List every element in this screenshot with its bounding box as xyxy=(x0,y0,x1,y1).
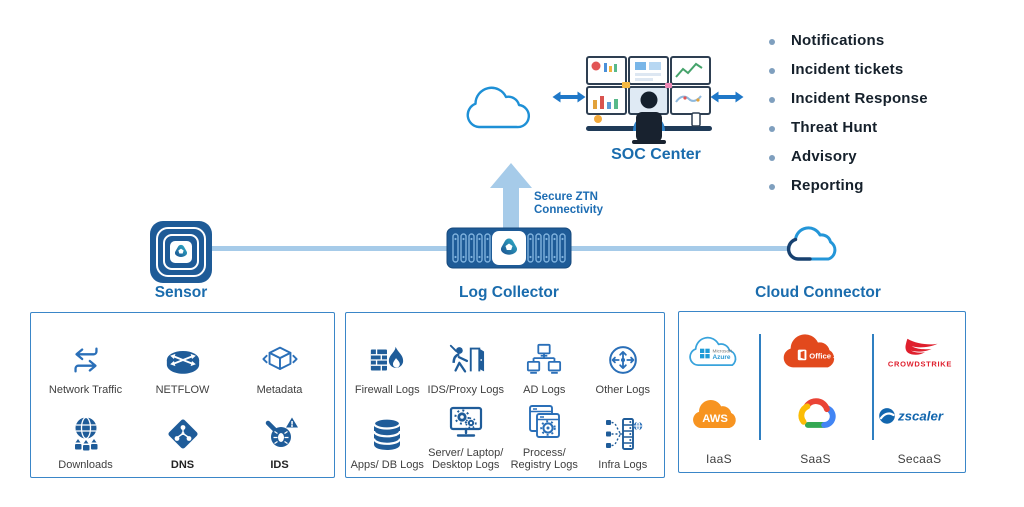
cloud-connector-label: Cloud Connector xyxy=(755,284,881,301)
svg-text:Office 365: Office 365 xyxy=(809,352,846,361)
source-cell: Server/ Laptop/ Desktop Logs xyxy=(427,396,506,471)
ids-proxy-door-icon xyxy=(446,337,486,379)
source-cell: AD Logs xyxy=(505,321,584,396)
google-cloud-logo xyxy=(787,384,845,446)
log-collector-label: Log Collector xyxy=(459,284,559,301)
cloud-connector-icon xyxy=(784,222,842,267)
source-cell: Downloads xyxy=(37,396,134,471)
office-365-logo: Office 365 xyxy=(773,322,859,384)
list-item: Incident tickets xyxy=(769,61,928,90)
log-sources-panel: Firewall Logs IDS/Proxy Logs xyxy=(345,312,665,478)
bullet-icon xyxy=(769,155,775,161)
log-collector-appliance-icon xyxy=(446,227,572,269)
svg-text:Azure: Azure xyxy=(713,354,731,361)
secaas-column: CROWDSTRIKE zscaler SecaaS xyxy=(872,312,967,482)
list-item: Threat Hunt xyxy=(769,119,928,148)
source-cell: IDS/Proxy Logs xyxy=(427,321,506,396)
saas-column: Office 365 SaaS xyxy=(759,312,872,482)
bullet-icon xyxy=(769,97,775,103)
bullet-icon xyxy=(769,126,775,132)
internet-cloud-icon xyxy=(462,82,546,136)
list-item: Advisory xyxy=(769,148,928,177)
bullet-icon xyxy=(769,184,775,190)
source-cell: Apps/ DB Logs xyxy=(348,396,427,471)
azure-logo: Microsoft Azure xyxy=(681,322,757,384)
dns-icon xyxy=(163,412,203,454)
cloud-providers-panel: Microsoft Azure AWS IaaS Office 365 xyxy=(678,311,966,473)
soc-analyst-illustration xyxy=(586,56,712,146)
cloud-soc-link-arrow xyxy=(551,89,587,105)
other-logs-icon xyxy=(603,337,643,379)
source-cell: Other Logs xyxy=(584,321,663,396)
database-icon xyxy=(367,412,407,454)
svg-text:CROWDSTRIKE: CROWDSTRIKE xyxy=(887,359,951,368)
source-cell: Metadata xyxy=(231,321,328,396)
ids-magnifier-icon xyxy=(260,412,300,454)
sensor-appliance-icon xyxy=(149,220,213,284)
source-cell: Process/ Registry Logs xyxy=(505,396,584,471)
source-cell: Firewall Logs xyxy=(348,321,427,396)
zscaler-logo: zscaler xyxy=(876,384,964,446)
iaas-column: Microsoft Azure AWS IaaS xyxy=(679,312,759,482)
secure-ztn-arrow xyxy=(490,163,532,230)
secure-ztn-label: Secure ZTN Connectivity xyxy=(534,191,604,216)
soc-outputs-list: Notifications Incident tickets Incident … xyxy=(769,32,928,206)
list-item: Incident Response xyxy=(769,90,928,119)
aws-logo: AWS xyxy=(686,384,752,446)
column-divider xyxy=(759,334,761,440)
source-cell: DNS xyxy=(134,396,231,471)
source-cell: Infra Logs xyxy=(584,396,663,471)
firewall-icon xyxy=(367,337,407,379)
sensor-sources-panel: Network Traffic NETFLOW xyxy=(30,312,335,478)
sensor-label: Sensor xyxy=(154,284,208,301)
category-label: IaaS xyxy=(706,452,732,466)
bullet-icon xyxy=(769,68,775,74)
source-cell: Network Traffic xyxy=(37,321,134,396)
server-desktop-icon xyxy=(446,400,486,442)
metadata-cube-icon xyxy=(260,337,300,379)
soc-outputs-link-arrow xyxy=(709,89,745,105)
network-traffic-icon xyxy=(67,337,105,379)
bullet-icon xyxy=(769,39,775,45)
category-label: SecaaS xyxy=(897,452,942,466)
process-registry-icon xyxy=(524,400,564,442)
svg-text:zscaler: zscaler xyxy=(897,409,944,424)
source-cell: NETFLOW xyxy=(134,321,231,396)
active-directory-icon xyxy=(524,337,564,379)
downloads-globe-icon xyxy=(66,412,106,454)
list-item: Notifications xyxy=(769,32,928,61)
svg-text:Microsoft: Microsoft xyxy=(713,349,733,355)
soc-center-label: SOC Center xyxy=(611,146,701,163)
crowdstrike-logo: CROWDSTRIKE xyxy=(874,322,966,384)
column-divider xyxy=(872,334,874,440)
infra-logs-icon xyxy=(603,412,643,454)
list-item: Reporting xyxy=(769,177,928,206)
netflow-router-icon xyxy=(163,337,203,379)
source-cell: IDS xyxy=(231,396,328,471)
svg-text:AWS: AWS xyxy=(702,413,728,425)
category-label: SaaS xyxy=(800,452,831,466)
